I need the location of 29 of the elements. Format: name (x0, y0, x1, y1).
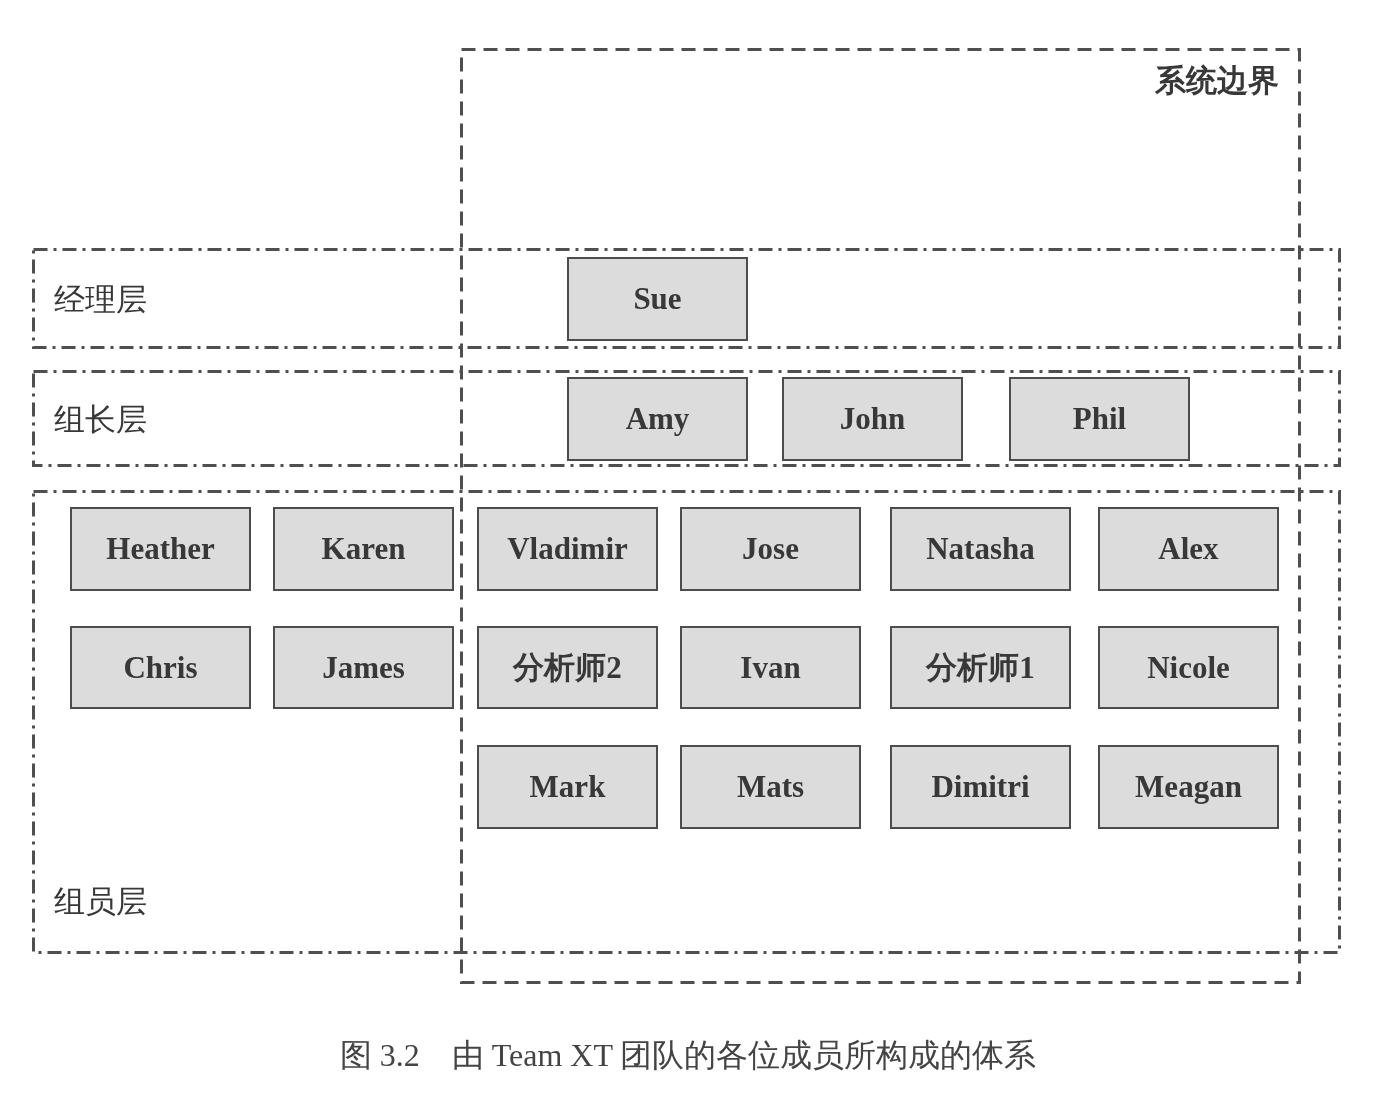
layer-label: 组员层 (54, 883, 147, 918)
person-box: Amy (567, 377, 748, 461)
person-box: Jose (680, 507, 861, 591)
person-box: Ivan (680, 626, 861, 709)
layer-label: 组长层 (54, 401, 147, 436)
boundary-label: 系统边界 (1155, 63, 1279, 98)
person-box: 分析师1 (890, 626, 1071, 709)
person-box: Natasha (890, 507, 1071, 591)
layer-label: 经理层 (54, 281, 147, 316)
person-box: Mark (477, 745, 658, 829)
layer-band (32, 248, 1341, 349)
person-box: Sue (567, 257, 748, 341)
person-box: Heather (70, 507, 251, 591)
figure-caption: 图 3.2 由 Team XT 团队的各位成员所构成的体系 (339, 1036, 1037, 1075)
person-box: Meagan (1098, 745, 1279, 829)
person-box: Mats (680, 745, 861, 829)
person-box: Phil (1009, 377, 1190, 461)
person-box: Alex (1098, 507, 1279, 591)
system-boundary (460, 48, 1301, 984)
person-box: John (782, 377, 963, 461)
person-box: Nicole (1098, 626, 1279, 709)
person-box: 分析师2 (477, 626, 658, 709)
person-box: James (273, 626, 454, 709)
person-box: Dimitri (890, 745, 1071, 829)
person-box: Karen (273, 507, 454, 591)
person-box: Chris (70, 626, 251, 709)
person-box: Vladimir (477, 507, 658, 591)
layer-band (32, 370, 1341, 467)
layer-band (32, 490, 1341, 954)
